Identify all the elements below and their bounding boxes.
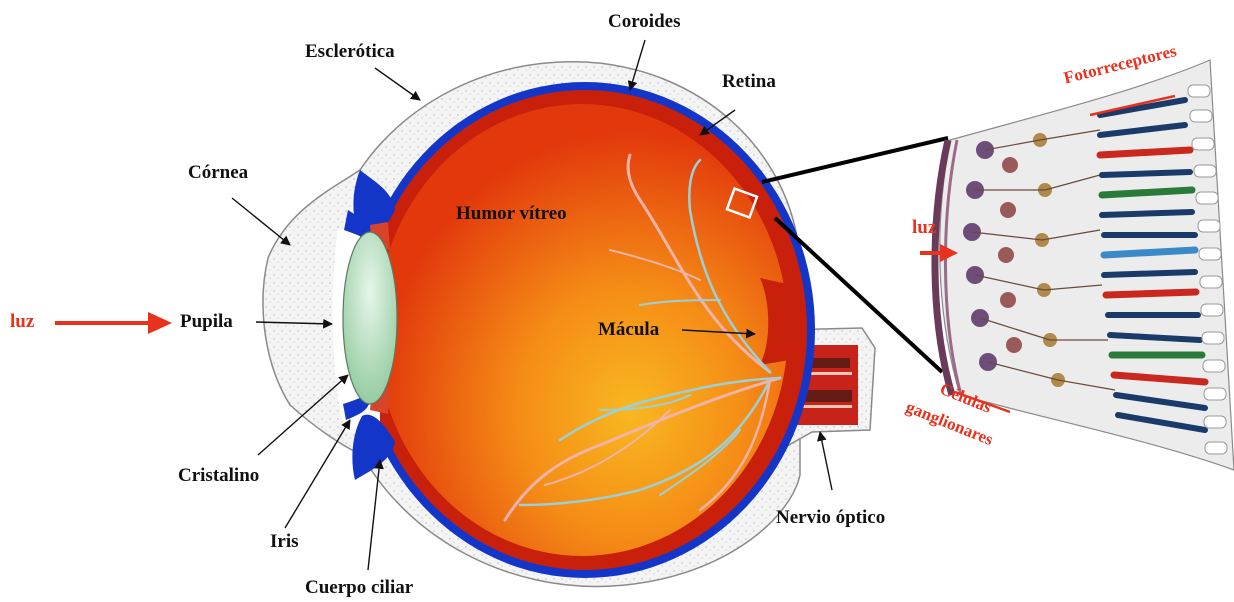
label-esclerotica: Esclerótica bbox=[305, 42, 395, 61]
label-coroides: Coroides bbox=[608, 12, 680, 31]
label-macula: Mácula bbox=[598, 320, 659, 339]
leader-iris bbox=[285, 420, 350, 528]
label-iris: Iris bbox=[270, 532, 299, 551]
lens bbox=[343, 232, 397, 404]
label-luz-left: luz bbox=[10, 312, 34, 331]
leader-cuerpo-ciliar bbox=[368, 460, 380, 570]
label-luz-right: luz bbox=[912, 218, 936, 237]
label-nervio-optico: Nervio óptico bbox=[776, 508, 885, 527]
label-cuerpo-ciliar: Cuerpo ciliar bbox=[305, 578, 413, 597]
zoom-line-top bbox=[762, 138, 948, 182]
label-cornea: Córnea bbox=[188, 163, 248, 182]
leader-nervio-optico bbox=[820, 432, 832, 490]
leader-cornea bbox=[232, 198, 290, 245]
light-arrow-left bbox=[55, 312, 172, 334]
label-humor-vitreo: Humor vítreo bbox=[456, 204, 567, 223]
label-retina: Retina bbox=[722, 72, 776, 91]
label-cristalino: Cristalino bbox=[178, 466, 259, 485]
leader-esclerotica bbox=[375, 68, 420, 100]
label-pupila: Pupila bbox=[180, 312, 233, 331]
